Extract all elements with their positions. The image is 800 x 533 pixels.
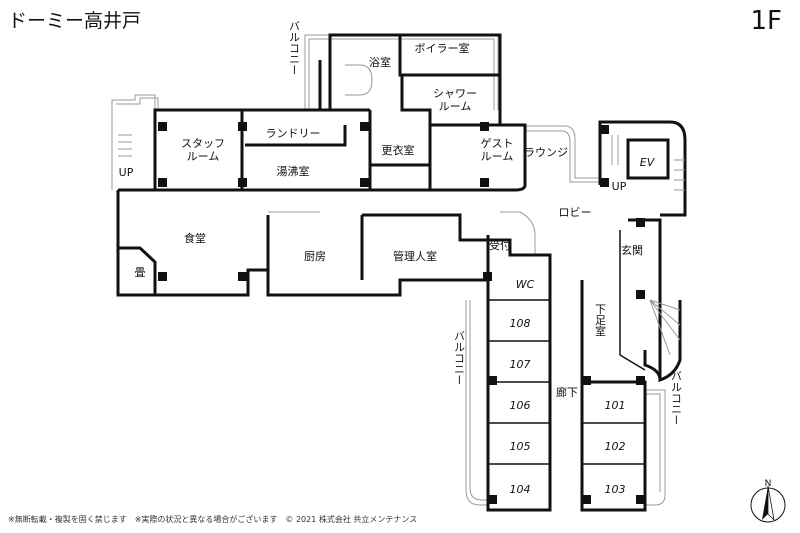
room-wc: WC <box>516 278 535 291</box>
room-manager: 管理人室 <box>393 249 437 263</box>
elevator-label: EV <box>640 156 656 169</box>
room-reception: 受付 <box>489 239 511 252</box>
compass-north-label: N <box>765 479 772 489</box>
room-tatami: 畳 <box>135 266 146 279</box>
room-kettle: 湯沸室 <box>277 164 310 178</box>
balcony-top-label: バルコニー <box>288 21 301 76</box>
room-guest-line1: ゲスト <box>481 137 514 150</box>
footer-notice: ※無断転載・複製を固く禁じます ※実際の状況と異なる場合がございます © 202… <box>8 515 418 524</box>
room-changing: 更衣室 <box>382 143 415 157</box>
balcony-left-label: バルコニー <box>453 331 466 386</box>
room-laundry: ランドリー <box>266 127 321 140</box>
stair-up-right: UP <box>612 180 627 193</box>
room-lobby: ロビー <box>559 206 592 219</box>
room-boiler: ボイラー室 <box>415 41 470 55</box>
unit-106: 106 <box>510 399 531 412</box>
compass-icon: N <box>750 479 786 523</box>
unit-105: 105 <box>510 440 531 453</box>
unit-107: 107 <box>510 358 531 371</box>
page-title: ドーミー高井戸 <box>8 10 142 32</box>
room-staff-line2: ルーム <box>187 150 220 163</box>
unit-103: 103 <box>605 483 626 496</box>
unit-101: 101 <box>605 399 626 412</box>
room-entrance: 玄関 <box>621 243 643 257</box>
unit-108: 108 <box>510 317 531 330</box>
stair-up-left: UP <box>119 166 134 179</box>
room-dining: 食堂 <box>184 231 206 245</box>
room-shower-line2: ルーム <box>439 100 472 113</box>
room-bath: 浴室 <box>369 55 391 69</box>
corridor-label: 廊下 <box>556 385 578 399</box>
room-staff-line1: スタッフ <box>181 137 225 150</box>
staircase <box>118 134 685 356</box>
walls <box>116 33 687 512</box>
room-lounge: ラウンジ <box>524 146 568 159</box>
balcony-right-label: バルコニー <box>670 371 683 426</box>
unit-104: 104 <box>510 483 531 496</box>
room-guest-line2: ルーム <box>481 150 514 163</box>
room-shower-line1: シャワー <box>433 87 477 100</box>
room-kitchen: 厨房 <box>304 250 326 263</box>
room-shoe: 下足室 <box>594 304 607 337</box>
floor-label: 1F <box>750 6 783 36</box>
columns <box>158 122 645 504</box>
unit-102: 102 <box>605 440 626 453</box>
